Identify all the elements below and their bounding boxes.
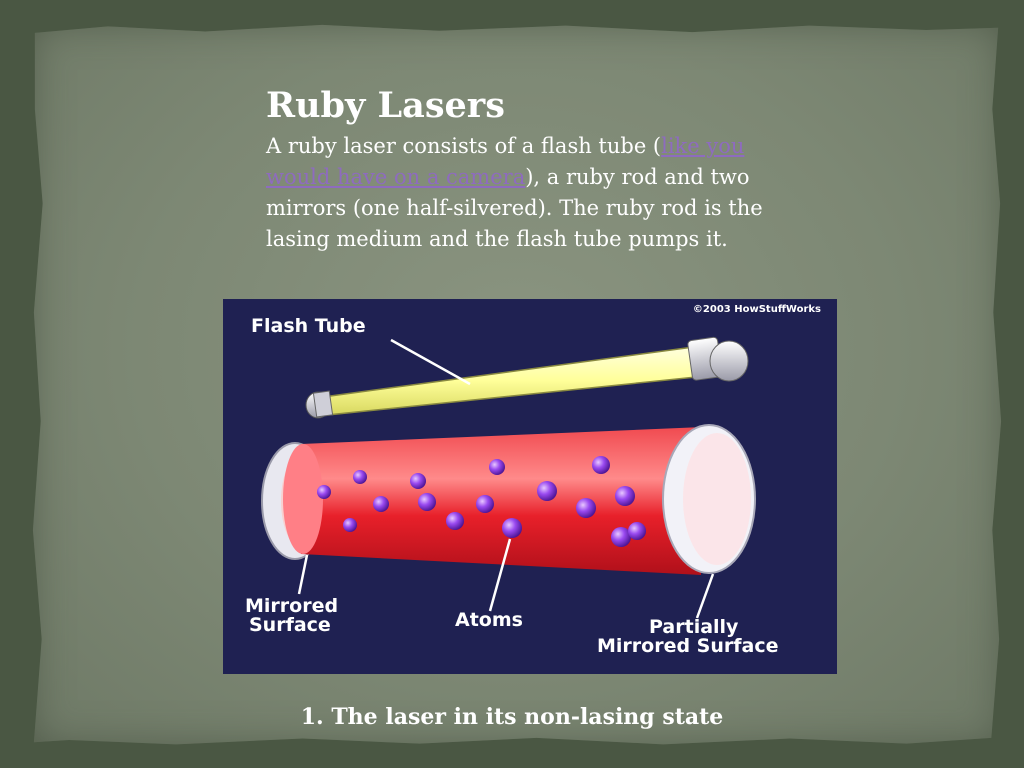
pointer-lines (297, 338, 715, 619)
body-text-part-2: ), a ruby rod and two mirrors (one half-… (266, 165, 763, 251)
right-partial-mirror (662, 424, 756, 574)
atom (537, 481, 557, 501)
ruby-laser-diagram: ©2003 HowStuffWorks Flash Tube Mirrored … (223, 299, 837, 674)
slide-body-text: A ruby laser consists of a flash tube (l… (266, 131, 766, 255)
label-atoms: Atoms (455, 609, 523, 631)
label-surface: Surface (249, 614, 331, 636)
atom (373, 496, 389, 512)
atom (611, 527, 631, 547)
slide-caption: 1. The laser in its non-lasing state (300, 704, 724, 730)
atom (418, 493, 436, 511)
flash-tube (305, 336, 749, 419)
body-text-part-1: A ruby laser consists of a flash tube ( (266, 134, 662, 158)
camera-link[interactable]: like you would have on a camera (266, 134, 745, 189)
atom (576, 498, 596, 518)
label-partially: Partially (649, 616, 739, 638)
atom (410, 473, 426, 489)
label-mirrored: Mirrored (245, 595, 339, 617)
atom (446, 512, 464, 530)
atom (615, 486, 635, 506)
laser-diagram-svg (261, 336, 756, 619)
atom (592, 456, 610, 474)
atom (502, 518, 522, 538)
atoms-group (317, 456, 646, 547)
atom (476, 495, 494, 513)
atom (343, 518, 357, 532)
label-flash-tube: Flash Tube (251, 315, 366, 337)
slide-title: Ruby Lasers (266, 85, 505, 126)
atom (353, 470, 367, 484)
diagram-copyright: ©2003 HowStuffWorks (692, 304, 821, 315)
atom (489, 459, 505, 475)
label-mirrored-surface: Mirrored Surface (597, 635, 779, 657)
atom (317, 485, 331, 499)
atom (628, 522, 646, 540)
